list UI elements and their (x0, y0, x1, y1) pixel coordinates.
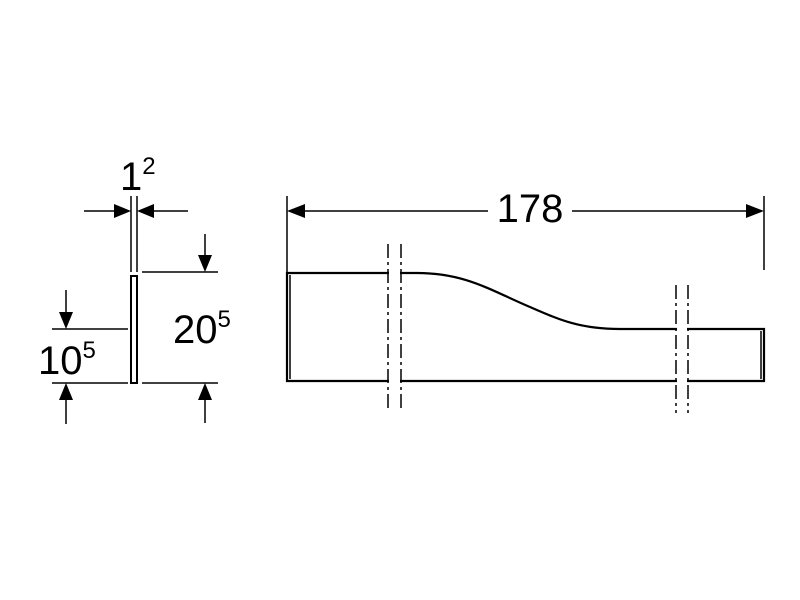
height-total-arrow-top (198, 255, 212, 272)
height-total-arrow-bottom (198, 383, 212, 400)
length-arrow-right (746, 204, 764, 218)
length-arrow-left (287, 204, 305, 218)
height-total-dimension: 205 (142, 234, 231, 423)
break-lines-right (675, 285, 689, 413)
thickness-label: 12 (120, 153, 156, 199)
length-label: 178 (497, 187, 564, 231)
height-half-label: 105 (38, 337, 96, 383)
height-total-label: 205 (173, 306, 231, 352)
break-gap-right (677, 322, 687, 386)
break-gap-left (389, 266, 400, 386)
front-profile-outline (285, 271, 766, 383)
break-lines-left (387, 244, 402, 412)
height-half-dimension: 105 (38, 290, 128, 424)
height-half-arrow-top (59, 312, 73, 329)
length-dimension: 178 (286, 187, 765, 272)
thickness-arrow-right (137, 204, 154, 218)
side-profile-rect (130, 275, 138, 384)
front-view (285, 271, 766, 383)
thickness-dimension: 12 (84, 153, 188, 272)
side-view (130, 275, 138, 384)
height-half-arrow-bottom (59, 383, 73, 400)
thickness-arrow-left (114, 204, 131, 218)
